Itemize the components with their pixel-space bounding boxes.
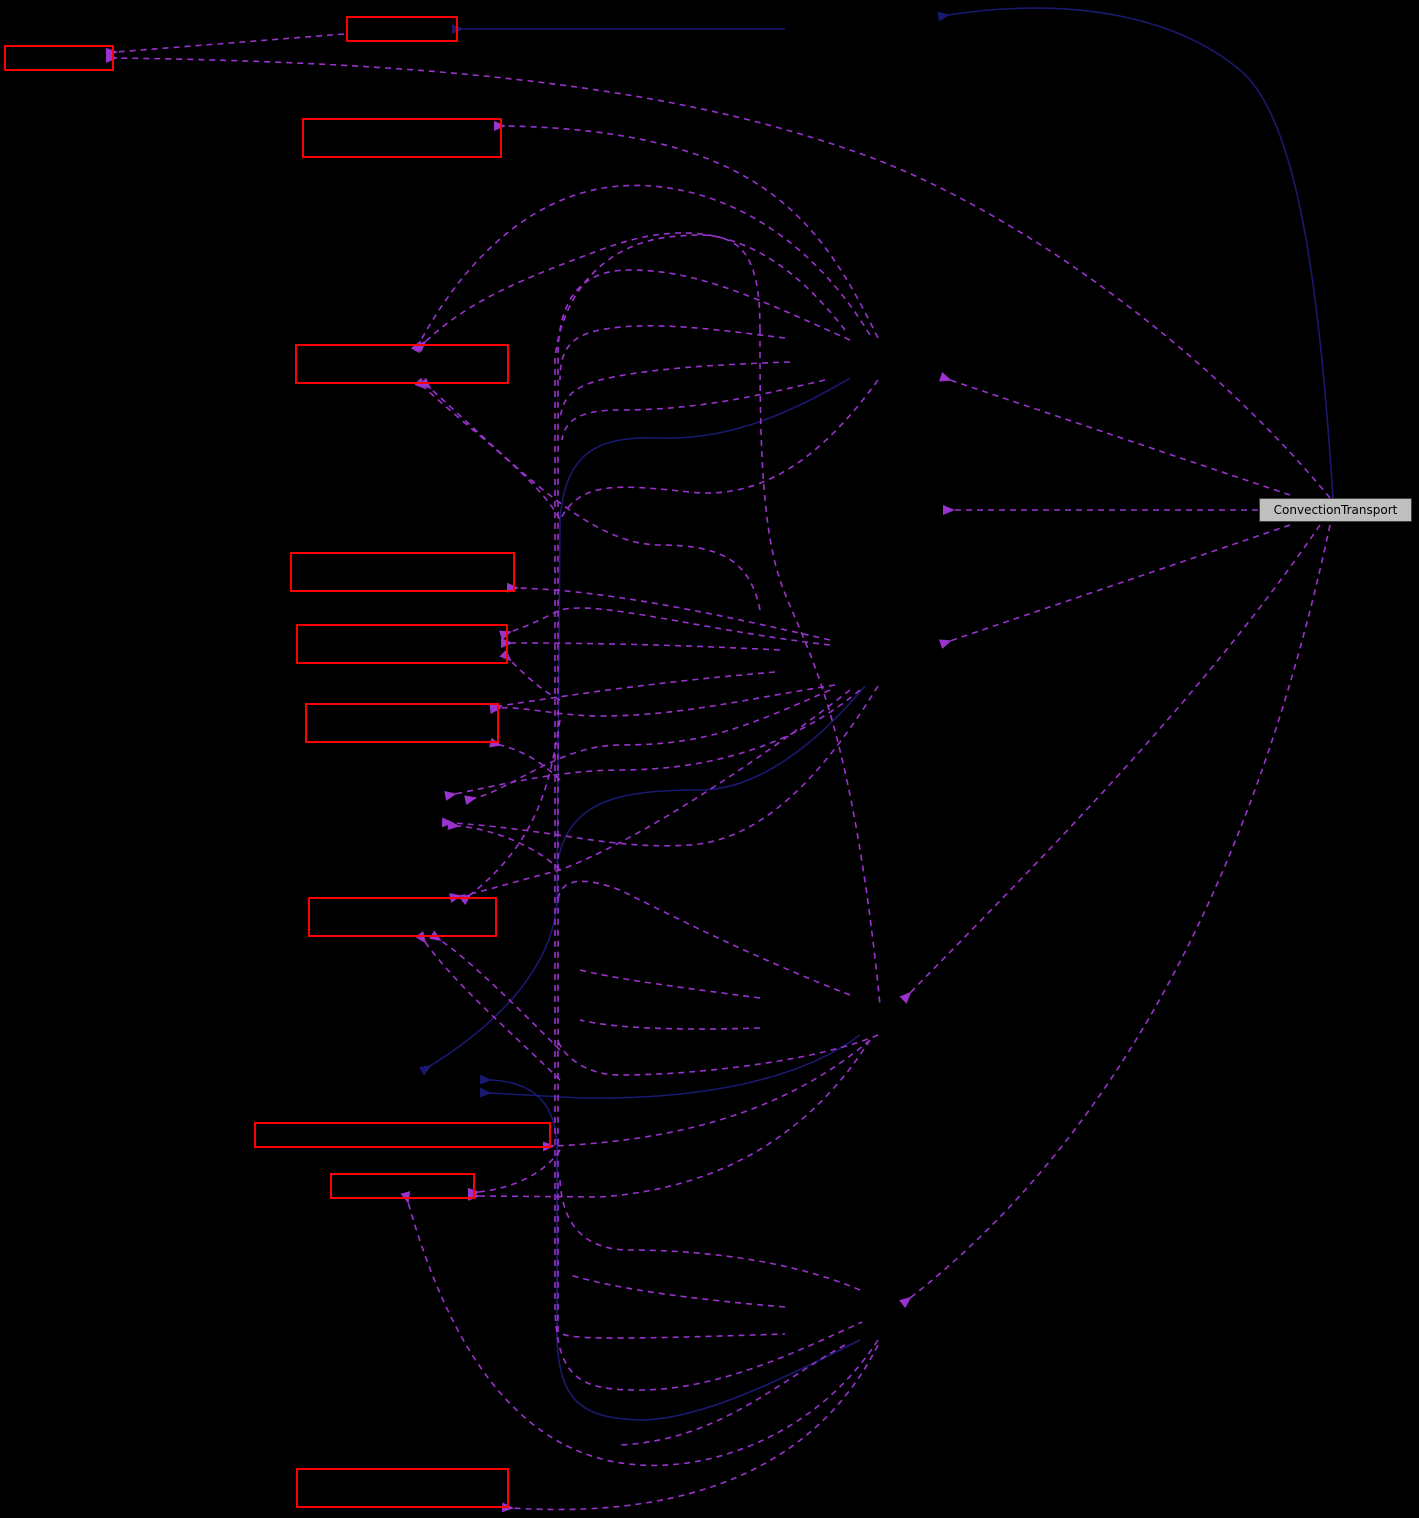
dependency-edges (105, 33, 1331, 1513)
class-node-6[interactable] (296, 624, 508, 664)
root-class-node[interactable]: ConvectionTransport (1259, 498, 1412, 522)
class-node-10[interactable] (330, 1173, 475, 1199)
class-node-7[interactable] (305, 703, 499, 743)
class-node-9[interactable] (254, 1122, 551, 1148)
inheritance-edges (418, 7, 1334, 1421)
class-node-1[interactable] (346, 16, 458, 42)
class-node-11[interactable] (296, 1468, 509, 1508)
root-class-label: ConvectionTransport (1273, 503, 1398, 517)
class-node-4[interactable] (295, 344, 509, 384)
class-node-3[interactable] (302, 118, 502, 158)
class-node-8[interactable] (308, 897, 497, 937)
class-node-2[interactable] (4, 45, 114, 71)
class-node-5[interactable] (290, 552, 515, 592)
